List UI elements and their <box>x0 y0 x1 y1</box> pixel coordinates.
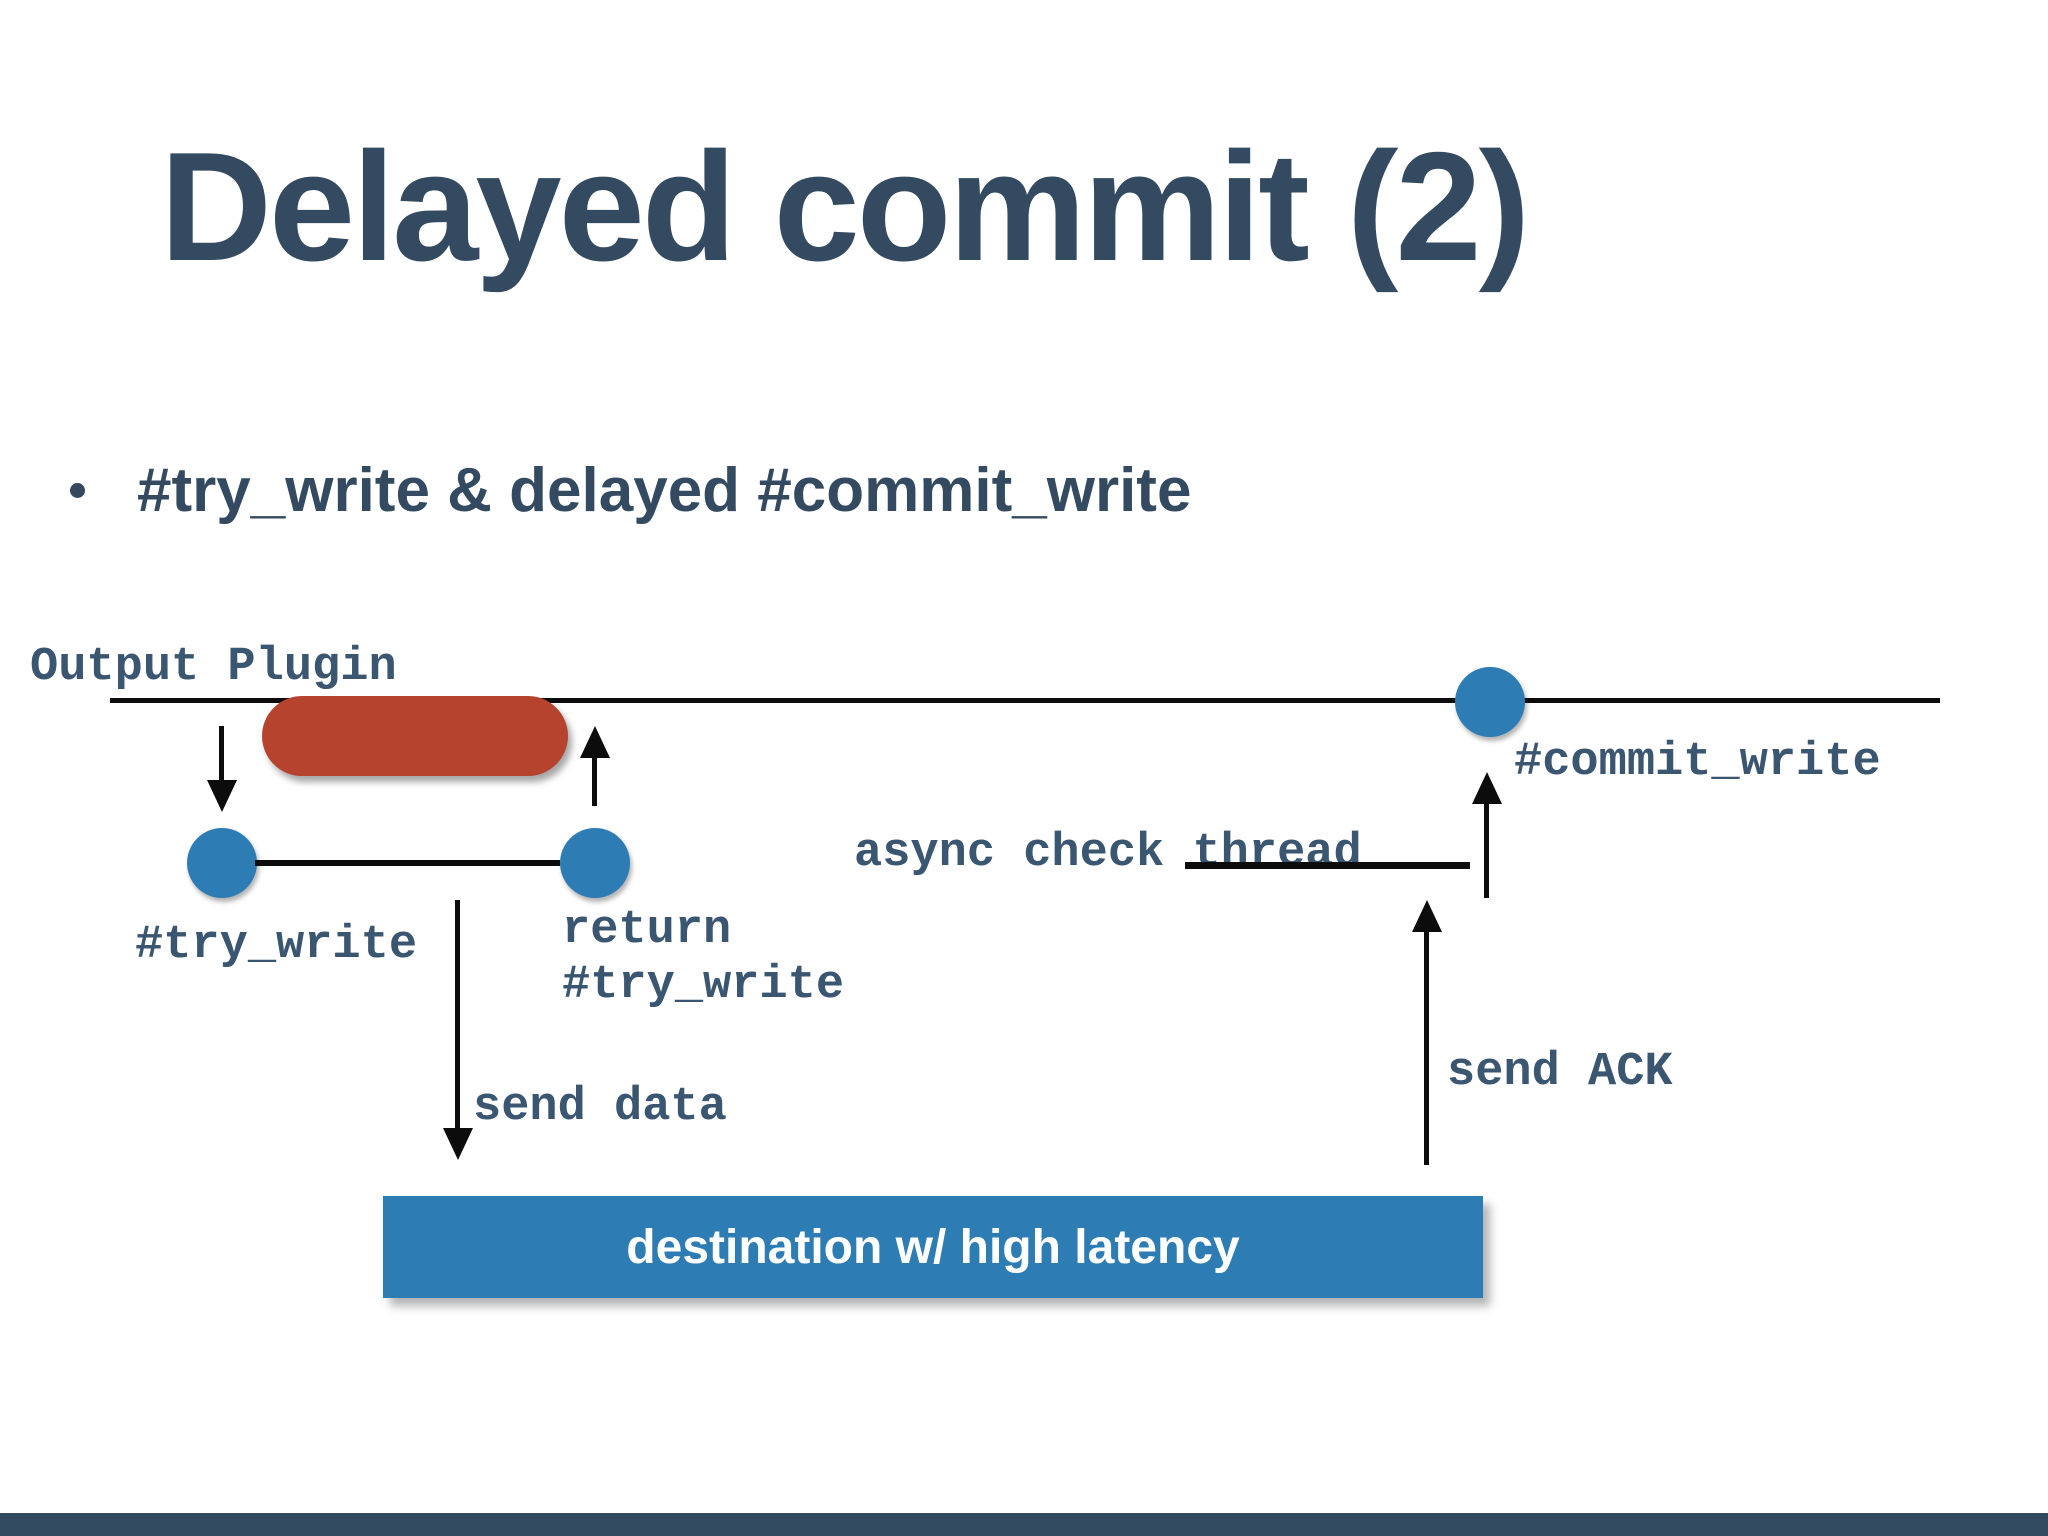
bullet-item: #try_write & delayed #commit_write <box>70 455 1191 526</box>
try-write-label: #try_write <box>135 919 418 972</box>
commit-write-arrowhead-icon <box>1472 772 1502 804</box>
try-write-call-arrowhead-icon <box>207 780 237 812</box>
destination-label: destination w/ high latency <box>626 1220 1240 1274</box>
return-arrowhead-icon <box>580 726 610 758</box>
try-write-start-node <box>187 828 257 898</box>
send-ack-arrow-line <box>1424 930 1429 1165</box>
commit-write-node <box>1455 667 1525 737</box>
bullet-text: #try_write & delayed #commit_write <box>137 456 1192 525</box>
output-plugin-label: Output Plugin <box>30 641 397 694</box>
commit-write-arrow-line <box>1484 800 1489 898</box>
output-plugin-timeline <box>110 698 1940 703</box>
try-write-call-arrow-line <box>219 726 224 782</box>
try-write-span-line <box>255 860 560 866</box>
return-arrow-line <box>592 754 597 806</box>
bullet-icon <box>70 483 85 498</box>
try-write-end-node <box>560 828 630 898</box>
send-ack-label: send ACK <box>1447 1046 1673 1099</box>
destination-box: destination w/ high latency <box>383 1196 1483 1298</box>
send-ack-arrowhead-icon <box>1412 900 1442 932</box>
commit-write-label: #commit_write <box>1514 736 1881 789</box>
send-data-arrowhead-icon <box>443 1128 473 1160</box>
send-data-arrow-line <box>455 900 460 1130</box>
async-thread-line <box>1185 862 1470 869</box>
async-check-thread-label: async check thread <box>854 827 1362 880</box>
return-try-write-label: return #try_write <box>562 904 845 1012</box>
slide-title: Delayed commit (2) <box>160 120 1530 293</box>
footer-bar <box>0 1513 2048 1536</box>
busy-block <box>262 696 568 776</box>
send-data-label: send data <box>473 1081 727 1134</box>
